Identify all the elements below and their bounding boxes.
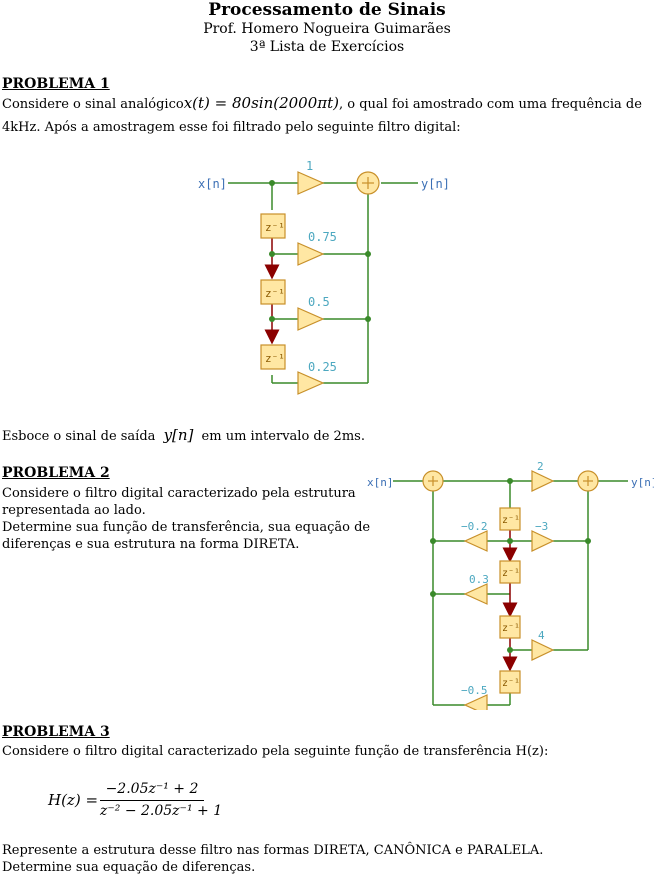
- delay-label: z⁻¹: [502, 678, 520, 689]
- gain-label: 1: [306, 159, 313, 173]
- problem2-line1: Considere o filtro digital caracterizado…: [2, 486, 356, 501]
- transfer-function-denominator: z⁻² − 2.05z⁻¹ + 1: [100, 803, 223, 819]
- problem2-filter-diagram: z⁻¹ z⁻¹ z⁻¹ z⁻¹ x[n] y[n] 2 −0.2 −3 0.3 …: [367, 460, 654, 710]
- gain-label: −0.5: [461, 684, 488, 697]
- gain-label: 2: [537, 460, 544, 473]
- transfer-function-lhs: H(z) =: [48, 791, 99, 809]
- problem1-heading: PROBLEMA 1: [2, 76, 110, 92]
- sketch-text-pre: Esboce o sinal de saída: [2, 429, 156, 444]
- delay-label: z⁻¹: [502, 568, 520, 579]
- delay-box: [499, 507, 521, 531]
- delay-box: [260, 279, 286, 305]
- gain-label: 0.75: [308, 230, 337, 244]
- problem3-line1: Considere o filtro digital caracterizado…: [2, 744, 549, 759]
- gain-triangle: [297, 307, 325, 331]
- gain-label: −3: [535, 520, 548, 533]
- list-number: 3ª Lista de Exercícios: [249, 39, 405, 55]
- problem2-heading: PROBLEMA 2: [2, 465, 110, 481]
- gain-triangle: [297, 171, 325, 195]
- gain-label: 0.25: [308, 360, 337, 374]
- sketch-text-post: em um intervalo de 2ms.: [201, 429, 365, 444]
- gain-label: 4: [538, 629, 545, 642]
- delay-label: z⁻¹: [265, 287, 285, 300]
- delay-label: z⁻¹: [265, 352, 285, 365]
- problem2-line3: Determine sua função de transferência, s…: [2, 520, 371, 535]
- gain-label: −0.2: [461, 520, 488, 533]
- problem2-line2: representada ao lado.: [2, 503, 146, 518]
- problem2-line4: diferenças e sua estrutura na forma DIRE…: [2, 537, 300, 552]
- delay-label: z⁻¹: [265, 221, 285, 234]
- sketch-variable: y[n]: [163, 426, 194, 444]
- problem3-heading: PROBLEMA 3: [2, 724, 110, 740]
- delay-box: [260, 344, 286, 370]
- input-label: x[n]: [367, 476, 394, 489]
- problem1-line1: Considere o sinal analógicox(t) = 80sin(…: [2, 95, 642, 113]
- delay-label: z⁻¹: [502, 515, 520, 526]
- gain-triangle: [531, 639, 555, 661]
- input-label: x[n]: [198, 177, 227, 191]
- gain-triangle: [463, 530, 488, 552]
- gain-label: 0.5: [308, 295, 330, 309]
- gain-triangle: [297, 242, 325, 266]
- problem3-line3: Determine sua equação de diferenças.: [2, 860, 256, 875]
- output-label: y[n]: [421, 177, 450, 191]
- delay-box: [499, 560, 521, 584]
- problem1-text-pre: Considere o sinal analógico: [2, 97, 184, 112]
- professor-name: Prof. Homero Nogueira Guimarães: [203, 21, 451, 37]
- transfer-function-numerator: −2.05z⁻¹ + 2: [105, 781, 199, 797]
- problem3-line2: Represente a estrutura desse filtro nas …: [2, 843, 544, 858]
- page-title: Processamento de Sinais: [208, 0, 446, 20]
- gain-label: 0.3: [469, 573, 489, 586]
- problem1-filter-diagram: z⁻¹ z⁻¹ z⁻¹ x[n] y[n] 1 0.75 0.5 0.25: [198, 159, 450, 395]
- gain-triangle: [297, 371, 325, 395]
- gain-triangle: [463, 694, 488, 710]
- delay-label: z⁻¹: [502, 623, 520, 634]
- problem1-formula: x(t) = 80sin(2000πt): [183, 94, 339, 112]
- problem1-sketch-line: Esboce o sinal de saída y[n] em um inter…: [2, 427, 365, 445]
- delay-box: [499, 670, 521, 694]
- problem1-text-post: , o qual foi amostrado com uma frequênci…: [339, 97, 642, 112]
- delay-box: [499, 615, 521, 639]
- gain-triangle: [463, 583, 488, 605]
- delay-box: [260, 213, 286, 239]
- gain-triangle: [531, 530, 555, 552]
- problem1-line2: 4kHz. Após a amostragem esse foi filtrad…: [2, 120, 461, 135]
- gain-triangle: [531, 470, 555, 492]
- fraction-bar: [100, 800, 204, 801]
- output-label: y[n]: [631, 476, 654, 489]
